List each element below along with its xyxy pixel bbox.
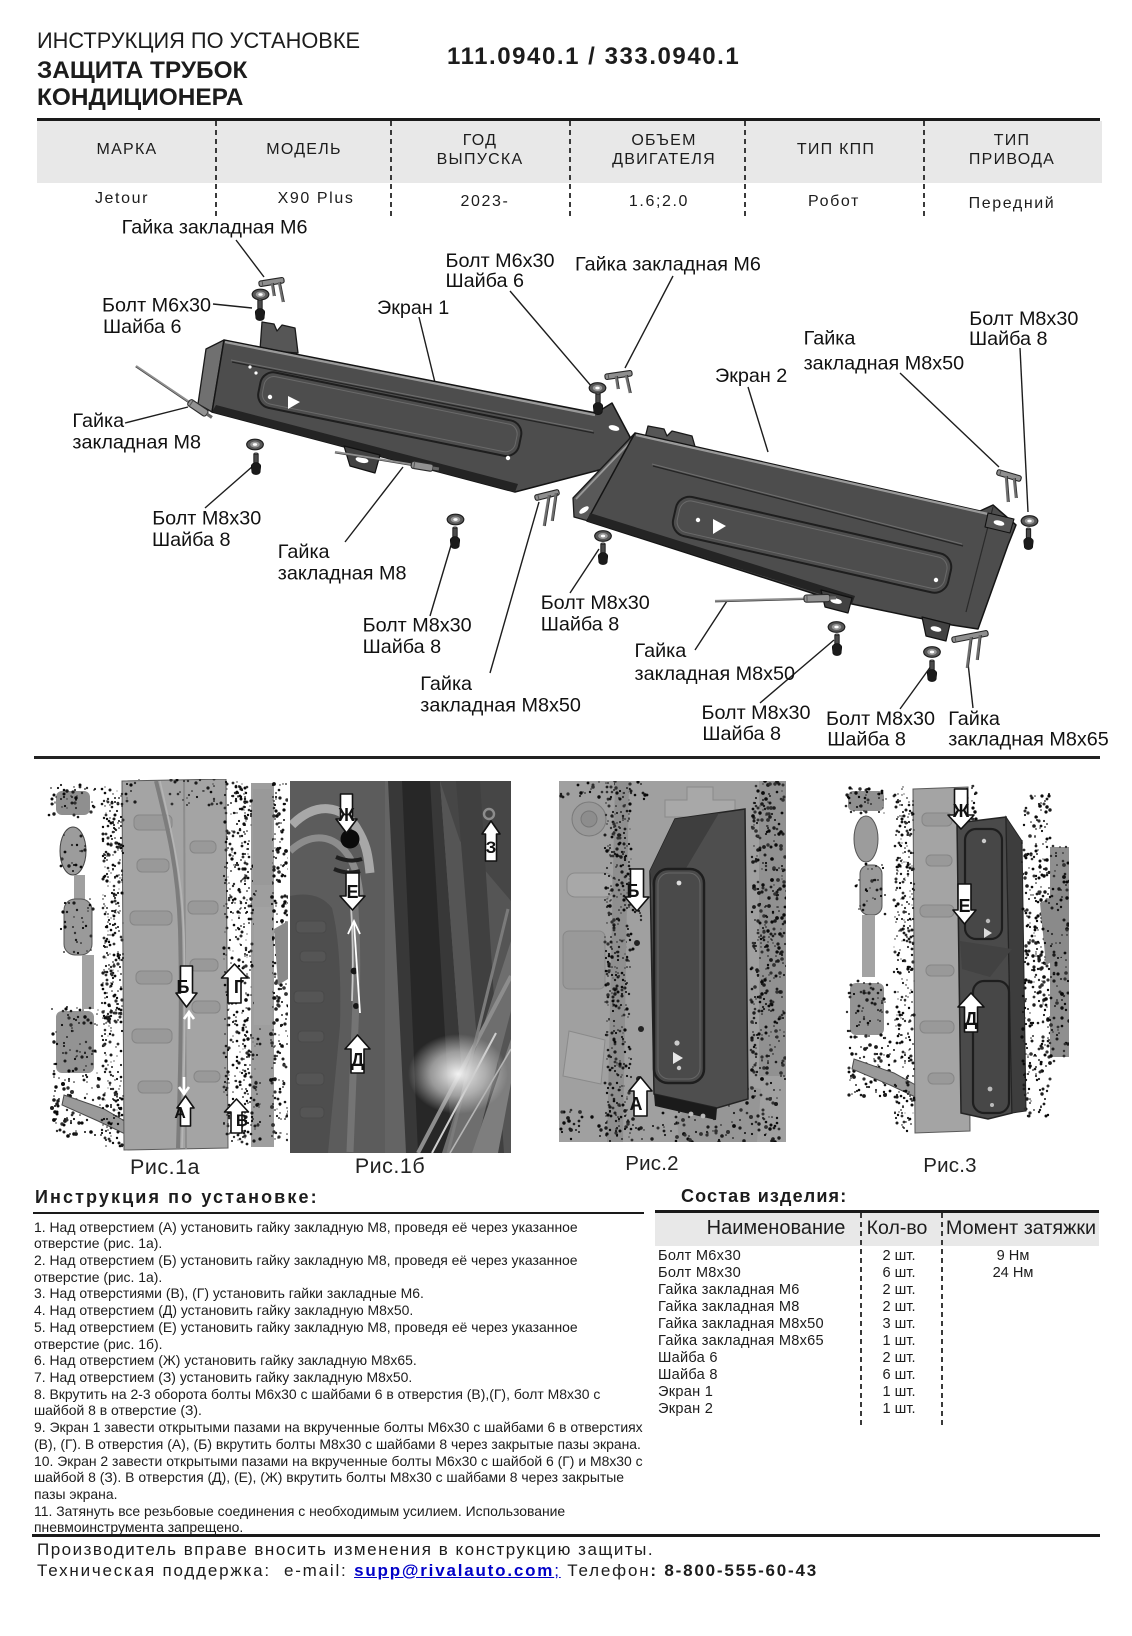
svg-text:закладная М8х65: закладная М8х65 — [948, 728, 1109, 750]
svg-text:Болт М8х30: Болт М8х30 — [702, 702, 811, 724]
svg-text:Болт М6х30: Болт М6х30 — [102, 294, 211, 316]
svg-text:Шайба 8: Шайба 8 — [969, 328, 1048, 350]
svg-text:закладная М8х50: закладная М8х50 — [420, 694, 581, 716]
svg-text:Экран 1: Экран 1 — [377, 297, 449, 319]
svg-text:Шайба 8: Шайба 8 — [702, 723, 781, 745]
svg-text:Е: Е — [346, 882, 358, 902]
svg-text:Гайка: Гайка — [278, 541, 330, 563]
svg-text:Болт М6х30: Болт М6х30 — [446, 250, 555, 272]
svg-text:Д: Д — [351, 1050, 364, 1070]
svg-text:Ж: Ж — [952, 801, 970, 821]
svg-text:Шайба 6: Шайба 6 — [103, 316, 182, 338]
svg-text:Е: Е — [958, 896, 970, 916]
svg-text:Болт М8х30: Болт М8х30 — [152, 507, 261, 529]
svg-text:закладная М8х50: закладная М8х50 — [635, 663, 796, 685]
svg-text:Болт М8х30: Болт М8х30 — [969, 308, 1078, 330]
svg-text:Гайка: Гайка — [420, 673, 472, 695]
svg-text:Болт М8х30: Болт М8х30 — [363, 615, 472, 637]
svg-text:Гайка: Гайка — [948, 708, 1000, 730]
svg-text:Гайка: Гайка — [804, 327, 856, 349]
svg-text:А: А — [174, 1105, 186, 1122]
svg-text:Г: Г — [234, 977, 244, 997]
svg-text:Д: Д — [965, 1009, 978, 1029]
svg-text:А: А — [630, 1094, 643, 1114]
svg-text:Болт М8х30: Болт М8х30 — [826, 708, 935, 730]
svg-text:В: В — [236, 1111, 248, 1130]
svg-text:Шайба 8: Шайба 8 — [152, 529, 231, 551]
svg-text:Шайба 8: Шайба 8 — [827, 728, 906, 750]
svg-text:Шайба 8: Шайба 8 — [541, 614, 620, 636]
svg-text:закладная М8: закладная М8 — [278, 563, 407, 585]
svg-text:Ж: Ж — [337, 805, 355, 825]
svg-text:Шайба 8: Шайба 8 — [363, 636, 442, 658]
svg-text:Болт М8х30: Болт М8х30 — [541, 592, 650, 614]
svg-text:Гайка: Гайка — [72, 410, 124, 432]
svg-text:Б: Б — [627, 881, 640, 901]
svg-text:закладная М8х50: закладная М8х50 — [804, 352, 965, 374]
svg-text:Экран 2: Экран 2 — [715, 365, 787, 387]
svg-text:З: З — [486, 838, 497, 857]
svg-text:Гайка закладная М6: Гайка закладная М6 — [575, 253, 761, 275]
svg-text:Гайка закладная М6: Гайка закладная М6 — [122, 216, 308, 238]
svg-text:Гайка: Гайка — [635, 640, 687, 662]
svg-text:Шайба 6: Шайба 6 — [446, 270, 525, 292]
svg-text:Б: Б — [177, 977, 190, 997]
svg-text:закладная М8: закладная М8 — [72, 431, 201, 453]
